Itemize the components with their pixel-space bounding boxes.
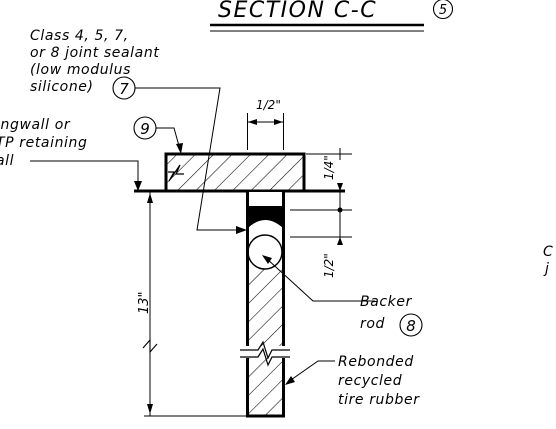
backer-callout-number: 8 [406, 317, 416, 335]
rubber-leader [287, 360, 335, 383]
sealant-note-line-3: (low modulus [30, 62, 131, 78]
wall-note-line-1: ingwall or [0, 117, 71, 133]
backer-rod [247, 234, 283, 270]
recess-leader [156, 127, 180, 147]
dim-width-arrow-right [274, 119, 283, 125]
dim-recess-label: 1/4" [322, 155, 336, 180]
dim-height-arrow-top [147, 193, 153, 203]
wall-note-line-3: all [0, 153, 14, 169]
pad-break-mark [168, 164, 184, 182]
section-title: SECTION C-C [218, 0, 377, 23]
joint-sealant-bead [248, 206, 283, 228]
dim-width-arrow-left [248, 119, 257, 125]
dim-height-break [142, 338, 158, 354]
dim-height-label: 13" [137, 291, 152, 314]
wall-callout-number: 9 [140, 120, 150, 138]
recess-leader-arrow [176, 143, 183, 154]
right-edge-note-line-1: C [543, 244, 553, 260]
dim-sealant-label: 1/2" [322, 253, 336, 278]
title-ref-number: 5 [439, 3, 447, 18]
backer-callout-circle [399, 313, 423, 337]
title-ref-circle [432, 0, 454, 20]
sealant-note-line-2: or 8 joint sealant [30, 45, 159, 61]
rubber-leader-arrow [285, 376, 295, 385]
dim-sealant-dot [337, 207, 343, 213]
sealant-callout-number: 7 [119, 80, 129, 98]
dim-sealant-arrow [337, 237, 343, 245]
backer-leader [265, 257, 375, 302]
strip-break-line-lower [240, 347, 290, 367]
rubber-note-line-2: recycled [338, 373, 402, 389]
rubber-note-line-3: tire rubber [338, 392, 420, 408]
dim-width-label: 1/2" [256, 98, 281, 112]
wall-leader [30, 160, 139, 187]
rubber-note-line-1: Rebonded [338, 354, 414, 370]
strip-break-line-upper [240, 340, 290, 360]
dim-height-arrow-bottom [147, 404, 153, 414]
sealant-leader-arrow [236, 226, 247, 234]
wall-note-line-2: TP retaining [0, 135, 88, 151]
backer-note-line-2: rod [360, 316, 385, 332]
sealant-note-line-1: Class 4, 5, 7, [30, 28, 129, 44]
backer-leader-arrow [262, 255, 272, 264]
wall-leader-arrow [134, 181, 142, 191]
sealant-note-line-4: silicone) [30, 79, 94, 95]
backer-note-line-1: Backer [360, 294, 413, 310]
dim-recess-arrow [337, 183, 343, 191]
right-edge-note-line-2: j [543, 261, 550, 277]
sealant-recess-pad [164, 152, 306, 193]
